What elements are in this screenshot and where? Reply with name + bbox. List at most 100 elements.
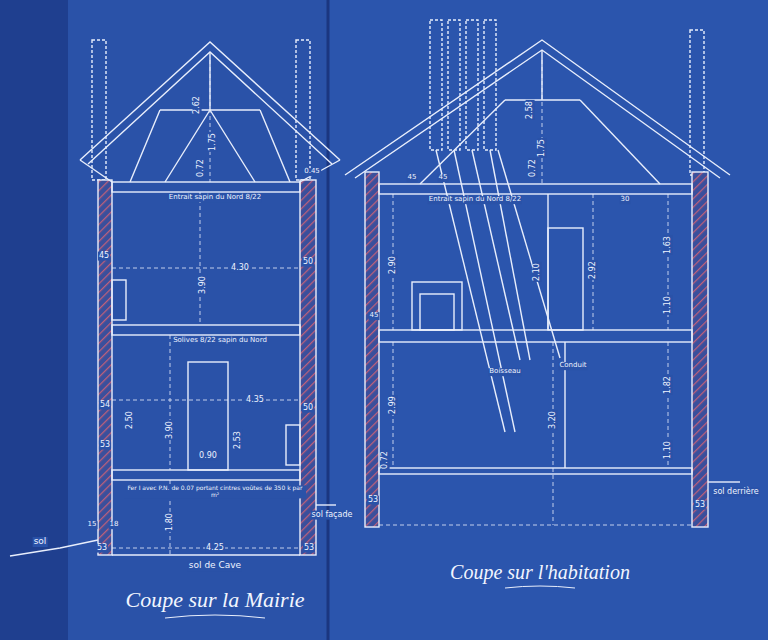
note-text: Fer I avec P.N. de 0.07 portant cintres … bbox=[124, 485, 306, 498]
dimension-label: Solives 8/22 sapin du Nord bbox=[172, 337, 268, 345]
drawing-rect bbox=[188, 362, 228, 470]
drawing-line bbox=[420, 100, 505, 184]
dimension-label: Entrait sapin du Nord 8/22 bbox=[428, 196, 522, 204]
dimension-label: 2.58 bbox=[526, 100, 535, 120]
drawing-rect bbox=[112, 182, 300, 192]
drawing-path bbox=[505, 586, 575, 588]
dimension-label: Conduit bbox=[558, 362, 587, 370]
drawing-polyline bbox=[10, 540, 98, 556]
dimension-label: 2.10 bbox=[533, 262, 542, 282]
dimension-label: 2.92 bbox=[589, 260, 598, 280]
drawing-line bbox=[564, 342, 565, 468]
dimension-label: sol façade bbox=[311, 511, 354, 520]
dimension-label: 2.99 bbox=[389, 395, 398, 415]
dimension-label: 0.72 bbox=[529, 158, 538, 178]
dimension-label: 53 bbox=[303, 544, 315, 553]
drawing-line bbox=[130, 110, 160, 182]
dimension-label: 53 bbox=[99, 441, 111, 450]
dimension-label: Boisseau bbox=[488, 368, 521, 376]
drawing-line bbox=[498, 150, 560, 358]
dimension-label: 45 bbox=[407, 174, 418, 182]
dimension-label: 4.35 bbox=[245, 396, 265, 405]
dimension-label: 1.10 bbox=[664, 440, 673, 460]
dimension-label: 15 bbox=[87, 521, 98, 529]
drawing-polyline bbox=[80, 42, 340, 160]
drawing-rect bbox=[365, 172, 379, 527]
dimension-label: sol derrière bbox=[712, 488, 759, 497]
dimension-label: 53 bbox=[96, 544, 108, 553]
dimension-label: 53 bbox=[694, 501, 706, 510]
drawing-line bbox=[505, 99, 580, 100]
drawing-rect bbox=[412, 282, 462, 330]
drawing-rect bbox=[379, 330, 692, 342]
dimension-label: Entrait sapin du Nord 8/22 bbox=[168, 194, 262, 202]
drawing-rect bbox=[112, 470, 300, 480]
drawing-line bbox=[300, 160, 340, 182]
drawing-line bbox=[165, 110, 210, 182]
dimension-label: 1.75 bbox=[209, 132, 218, 152]
dimension-label: 0.45 bbox=[303, 168, 321, 176]
dimension-label: 45 bbox=[369, 312, 380, 320]
dimension-label: 0.72 bbox=[197, 158, 206, 178]
drawing-line bbox=[210, 60, 211, 182]
dimension-label: 50 bbox=[302, 404, 314, 413]
dimension-label: 1.80 bbox=[166, 512, 175, 532]
dimension-label: 4.25 bbox=[205, 544, 225, 553]
drawing-rect bbox=[420, 294, 454, 330]
drawing-rect bbox=[548, 228, 583, 330]
drawing-rect bbox=[300, 180, 316, 555]
dimension-label: 4.30 bbox=[230, 264, 250, 273]
drawing-line bbox=[200, 192, 201, 325]
section-caption: Coupe sur l'habitation bbox=[449, 561, 631, 583]
drawing-rect bbox=[448, 20, 460, 150]
drawing-line bbox=[490, 150, 530, 360]
dimension-label: 53 bbox=[367, 496, 379, 505]
dimension-label: 1.82 bbox=[664, 375, 673, 395]
drawing-line bbox=[436, 150, 505, 432]
drawing-line bbox=[454, 150, 515, 432]
drawing-line bbox=[316, 504, 336, 505]
dimension-label: 1.10 bbox=[664, 295, 673, 315]
drawing-rect bbox=[286, 425, 300, 465]
drawing-line bbox=[112, 400, 300, 401]
drawing-line bbox=[80, 160, 112, 182]
dimension-label: 2.50 bbox=[126, 410, 135, 430]
drawing-polyline bbox=[345, 40, 730, 175]
drawing-line bbox=[708, 481, 740, 482]
drawing-line bbox=[379, 525, 692, 526]
dimension-label: 30 bbox=[620, 196, 631, 204]
drawing-rect bbox=[690, 30, 704, 175]
drawing-rect bbox=[296, 40, 310, 180]
drawing-rect bbox=[112, 280, 126, 320]
drawing-rect bbox=[98, 180, 112, 555]
dimension-label: 45 bbox=[438, 174, 449, 182]
dimension-label: 3.90 bbox=[166, 420, 175, 440]
drawing-line bbox=[260, 110, 290, 182]
drawing-line bbox=[170, 335, 171, 470]
habitation-section bbox=[345, 20, 740, 527]
drawing-rect bbox=[430, 20, 442, 150]
drawing-rect bbox=[692, 172, 708, 527]
dimension-label: 0.90 bbox=[198, 452, 218, 461]
dimension-label: 3.90 bbox=[199, 275, 208, 295]
section-caption: Coupe sur la Mairie bbox=[124, 588, 305, 612]
drawing-path bbox=[165, 615, 265, 618]
dimension-label: 0.72 bbox=[381, 450, 390, 470]
dimension-label: 2.90 bbox=[389, 255, 398, 275]
dimension-label: 3.20 bbox=[549, 410, 558, 430]
dimension-label: 54 bbox=[99, 401, 111, 410]
dimension-label: sol bbox=[33, 537, 48, 547]
drawing-line bbox=[327, 0, 330, 640]
drawing-line bbox=[553, 342, 554, 525]
dimension-label: 2.62 bbox=[193, 95, 202, 115]
drawing-rect bbox=[112, 325, 300, 335]
drawing-g bbox=[112, 60, 300, 555]
drawing-line bbox=[580, 100, 660, 184]
drawing-rect bbox=[328, 0, 768, 640]
drawing-rect bbox=[379, 468, 692, 474]
dimension-label: 45 bbox=[98, 252, 110, 261]
drawing-g bbox=[393, 60, 668, 525]
drawing-rect bbox=[68, 0, 328, 640]
